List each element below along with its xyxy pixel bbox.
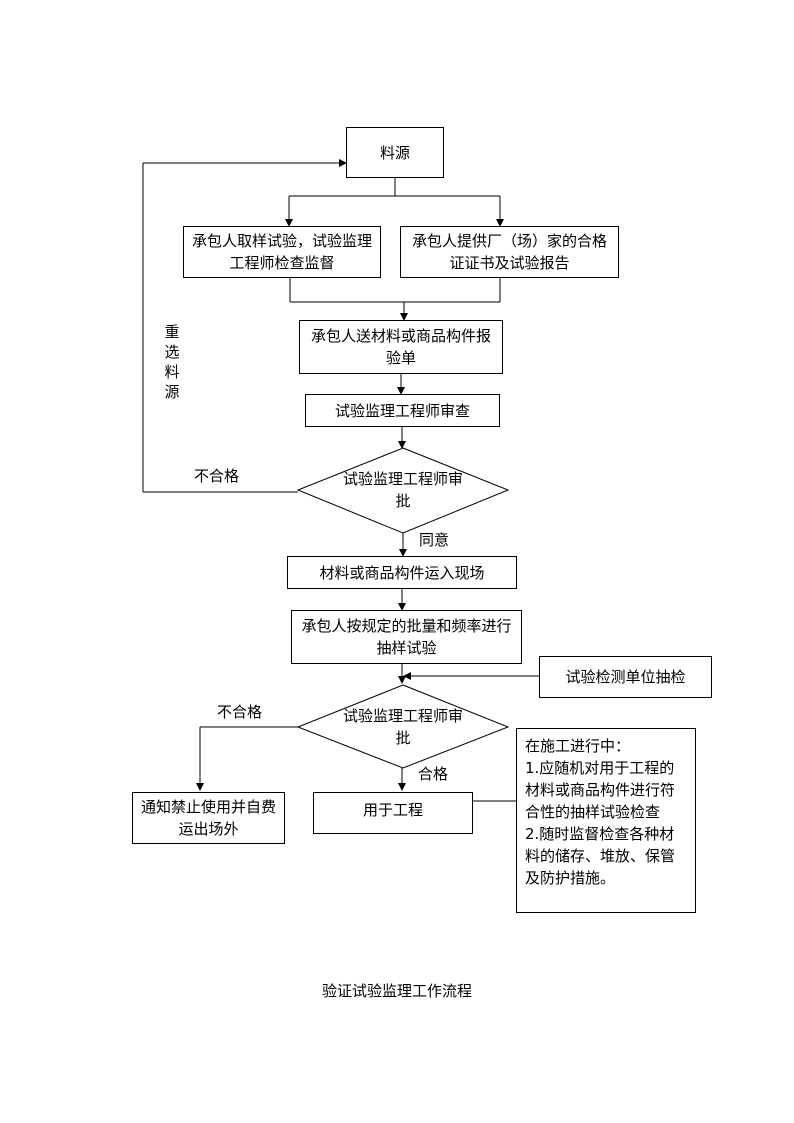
source-label: 料源: [379, 143, 410, 162]
contractor-sample-label: 承包人取样试验，试验监理工程师检查监督: [192, 232, 373, 272]
engineer-review-label: 试验监理工程师审查: [334, 401, 470, 420]
agree-label: 同意: [419, 531, 450, 549]
submit-report-box: 承包人送材料或商品构件报验单: [299, 320, 503, 374]
submit-report-label: 承包人送材料或商品构件报验单: [310, 327, 491, 367]
fail-label-1: 不合格: [194, 467, 240, 485]
contractor-sample-box: 承包人取样试验，试验监理工程师检查监督: [183, 226, 381, 278]
note-line: 及防护措施。: [525, 869, 616, 887]
construction-note-box: 在施工进行中： 1.应随机对用于工程的 材料或商品构件进行符 合性的抽样试验检查…: [516, 728, 696, 913]
note-line: 2.随时监督检查各种材: [525, 825, 675, 843]
manufacturer-cert-label: 承包人提供厂（场）家的合格证证书及试验报告: [411, 232, 607, 272]
note-line: 1.应随机对用于工程的: [525, 759, 675, 777]
engineer-review-box: 试验监理工程师审查: [305, 394, 500, 427]
sampling-test-label: 承包人按规定的批量和频率进行抽样试验: [301, 617, 512, 657]
manufacturer-cert-box: 承包人提供厂（场）家的合格证证书及试验报告: [400, 226, 619, 278]
note-line: 料的储存、堆放、保管: [525, 847, 676, 865]
use-in-project-label: 用于工程: [362, 801, 423, 819]
reject-notice-box: 通知禁止使用并自费运出场外: [132, 792, 285, 844]
approval-1-diamond: [296, 447, 510, 534]
pass-label: 合格: [418, 765, 449, 783]
transport-box: 材料或商品构件运入现场: [287, 556, 517, 589]
inspection-unit-box: 试验检测单位抽检: [539, 656, 712, 698]
approval-1-label: 试验监理工程师审批: [343, 470, 464, 510]
note-line: 材料或商品构件进行符: [525, 781, 676, 799]
fail-label-2: 不合格: [217, 703, 263, 721]
note-line: 合性的抽样试验检查: [525, 803, 661, 821]
inspection-unit-label: 试验检测单位抽检: [565, 668, 686, 686]
transport-label: 材料或商品构件运入现场: [319, 563, 485, 582]
reject-notice-label: 通知禁止使用并自费运出场外: [141, 798, 277, 838]
approval-2-diamond: [296, 684, 510, 769]
diagram-caption: 验证试验监理工作流程: [321, 982, 472, 1000]
reselect-source-label: 重选料源: [164, 323, 180, 401]
sampling-test-box: 承包人按规定的批量和频率进行抽样试验: [291, 610, 522, 664]
source-box: 料源: [346, 127, 444, 178]
approval-2-label: 试验监理工程师审批: [343, 707, 464, 747]
use-in-project-box: 用于工程: [313, 792, 473, 834]
note-title: 在施工进行中：: [525, 737, 631, 755]
